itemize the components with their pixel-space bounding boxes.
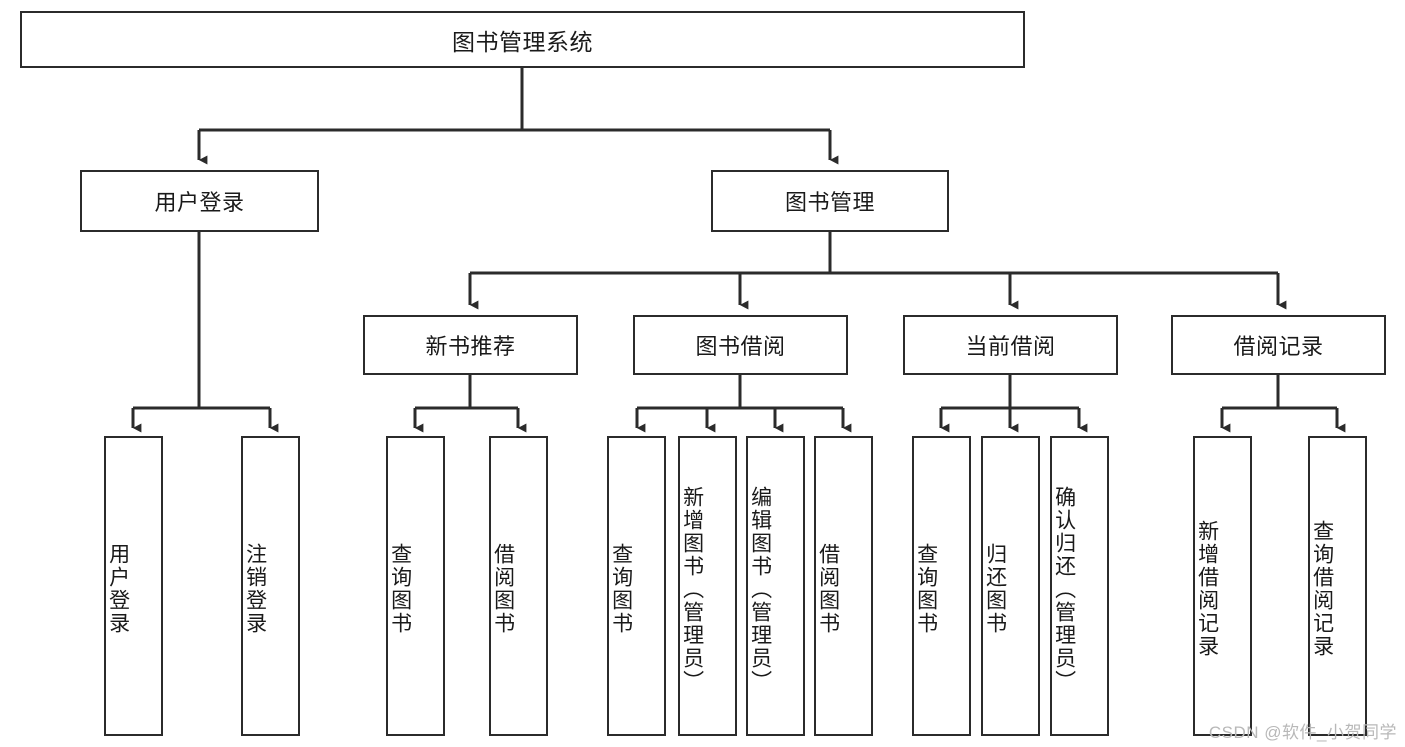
root-to-level1-connectors xyxy=(197,68,839,165)
node-leaf-logout[interactable]: 注销登录 xyxy=(241,436,300,736)
node-label: 用户登录 xyxy=(154,190,245,215)
node-leaf-borrow-book[interactable]: 借阅图书 xyxy=(814,436,873,736)
node-leaf-confirm-return-admin[interactable]: 确认归还（管理员） xyxy=(1050,436,1109,736)
node-new-book-recommend[interactable]: 新书推荐 xyxy=(363,315,578,375)
node-root-system[interactable]: 图书管理系统 xyxy=(20,11,1025,68)
new-book-to-leaves-connectors xyxy=(413,375,527,433)
node-label: 借阅图书 xyxy=(491,543,515,635)
node-label: 借阅记录 xyxy=(1233,334,1324,359)
node-user-login[interactable]: 用户登录 xyxy=(80,170,319,232)
user-login-to-leaves-connectors xyxy=(131,232,279,433)
node-leaf-query-book-recommend[interactable]: 查询图书 xyxy=(386,436,445,736)
node-leaf-return-book[interactable]: 归还图书 xyxy=(981,436,1040,736)
node-leaf-add-borrow-record[interactable]: 新增借阅记录 xyxy=(1193,436,1252,736)
node-label: 新增借阅记录 xyxy=(1195,520,1219,658)
node-label: 注销登录 xyxy=(243,543,267,635)
node-label: 查询图书 xyxy=(388,543,412,635)
node-book-management[interactable]: 图书管理 xyxy=(711,170,949,232)
node-label: 图书借阅 xyxy=(695,334,786,359)
node-label: 用户登录 xyxy=(106,543,130,635)
current-borrow-to-leaves-connectors xyxy=(939,375,1088,433)
node-label: 查询图书 xyxy=(914,543,938,635)
book-borrow-to-leaves-connectors xyxy=(635,375,852,433)
node-current-borrow[interactable]: 当前借阅 xyxy=(903,315,1118,375)
node-label: 编辑图书（管理员） xyxy=(748,485,772,693)
node-borrow-record[interactable]: 借阅记录 xyxy=(1171,315,1386,375)
node-label: 新书推荐 xyxy=(425,334,516,359)
node-label: 确认归还（管理员） xyxy=(1052,485,1076,693)
node-leaf-query-borrow-record[interactable]: 查询借阅记录 xyxy=(1308,436,1367,736)
node-label: 查询借阅记录 xyxy=(1310,520,1334,658)
node-leaf-query-book-borrow[interactable]: 查询图书 xyxy=(607,436,666,736)
node-book-borrow[interactable]: 图书借阅 xyxy=(633,315,848,375)
node-leaf-query-book-current[interactable]: 查询图书 xyxy=(912,436,971,736)
node-label: 图书管理系统 xyxy=(452,28,593,55)
borrow-record-to-leaves-connectors xyxy=(1220,375,1346,433)
node-leaf-add-book-admin[interactable]: 新增图书（管理员） xyxy=(678,436,737,736)
node-leaf-edit-book-admin[interactable]: 编辑图书（管理员） xyxy=(746,436,805,736)
node-label: 新增图书（管理员） xyxy=(680,485,704,693)
node-label: 借阅图书 xyxy=(816,543,840,635)
node-label: 当前借阅 xyxy=(965,334,1056,359)
node-leaf-user-login[interactable]: 用户登录 xyxy=(104,436,163,736)
node-label: 查询图书 xyxy=(609,543,633,635)
node-label: 图书管理 xyxy=(784,190,875,215)
node-leaf-borrow-book-recommend[interactable]: 借阅图书 xyxy=(489,436,548,736)
level1-book-to-level2-connectors xyxy=(468,232,1287,310)
node-label: 归还图书 xyxy=(983,543,1007,635)
